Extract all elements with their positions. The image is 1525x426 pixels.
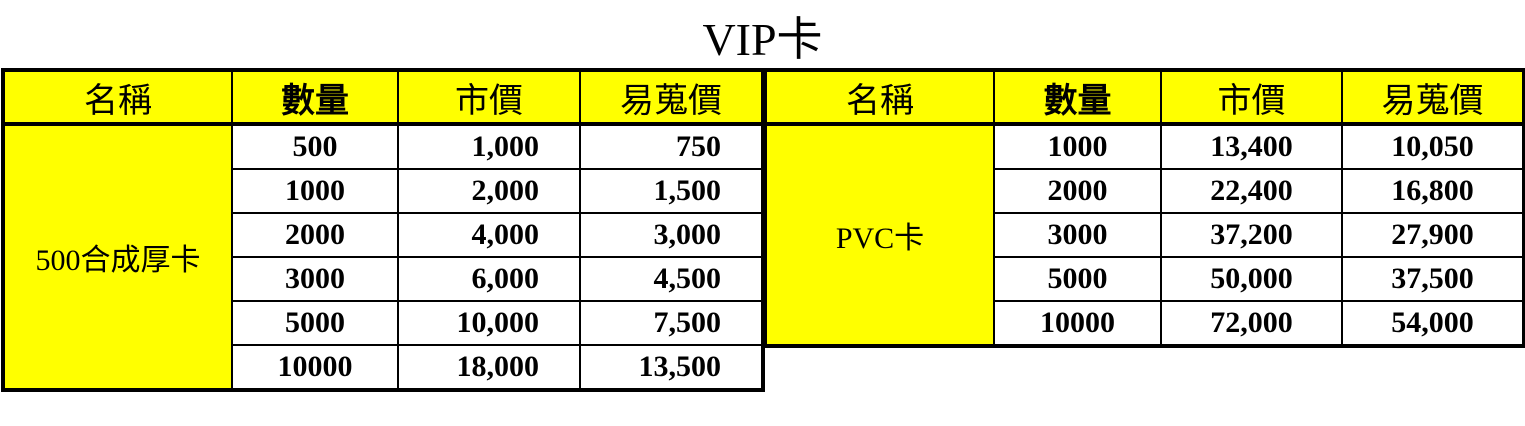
market-price-cell: 72,000 bbox=[1160, 300, 1343, 347]
product-name-cell: 500合成厚卡 bbox=[2, 123, 233, 391]
market-price-cell: 10,000 bbox=[397, 300, 581, 346]
yisou-price-cell: 37,500 bbox=[1341, 256, 1525, 302]
product-name-cell: PVC卡 bbox=[764, 123, 995, 347]
market-price-cell: 37,200 bbox=[1160, 212, 1343, 258]
yisou-price-cell: 4,500 bbox=[579, 256, 764, 302]
quantity-cell: 10000 bbox=[231, 344, 399, 391]
quantity-cell: 2000 bbox=[231, 212, 399, 258]
market-price-cell: 13,400 bbox=[1160, 123, 1343, 170]
header-market-price: 市價 bbox=[1160, 69, 1343, 126]
market-price-cell: 2,000 bbox=[397, 168, 581, 214]
market-price-cell: 22,400 bbox=[1160, 168, 1343, 214]
header-quantity: 數量 bbox=[231, 69, 399, 126]
yisou-price-cell: 7,500 bbox=[579, 300, 764, 346]
yisou-price-cell: 16,800 bbox=[1341, 168, 1525, 214]
quantity-cell: 3000 bbox=[231, 256, 399, 302]
yisou-price-cell: 13,500 bbox=[579, 344, 764, 391]
market-price-cell: 6,000 bbox=[397, 256, 581, 302]
quantity-cell: 3000 bbox=[993, 212, 1162, 258]
quantity-cell: 5000 bbox=[993, 256, 1162, 302]
quantity-cell: 1000 bbox=[993, 123, 1162, 170]
yisou-price-cell: 750 bbox=[579, 123, 764, 170]
yisou-price-cell: 54,000 bbox=[1341, 300, 1525, 347]
quantity-cell: 500 bbox=[231, 123, 399, 170]
yisou-price-cell: 27,900 bbox=[1341, 212, 1525, 258]
header-yisou-price: 易蒐價 bbox=[1341, 69, 1525, 126]
header-row: 名稱 數量 市價 易蒐價 bbox=[2, 69, 764, 126]
market-price-cell: 4,000 bbox=[397, 212, 581, 258]
market-price-cell: 18,000 bbox=[397, 344, 581, 391]
quantity-cell: 2000 bbox=[993, 168, 1162, 214]
yisou-price-cell: 1,500 bbox=[579, 168, 764, 214]
header-name: 名稱 bbox=[2, 69, 233, 126]
page-title: VIP卡 bbox=[702, 14, 823, 65]
yisou-price-cell: 3,000 bbox=[579, 212, 764, 258]
header-yisou-price: 易蒐價 bbox=[579, 69, 764, 126]
market-price-cell: 1,000 bbox=[397, 123, 581, 170]
quantity-cell: 10000 bbox=[993, 300, 1162, 347]
header-name: 名稱 bbox=[764, 69, 995, 126]
header-market-price: 市價 bbox=[397, 69, 581, 126]
header-row: 名稱 數量 市價 易蒐價 bbox=[764, 69, 1525, 126]
quantity-cell: 1000 bbox=[231, 168, 399, 214]
market-price-cell: 50,000 bbox=[1160, 256, 1343, 302]
quantity-cell: 5000 bbox=[231, 300, 399, 346]
yisou-price-cell: 10,050 bbox=[1341, 123, 1525, 170]
header-quantity: 數量 bbox=[993, 69, 1162, 126]
